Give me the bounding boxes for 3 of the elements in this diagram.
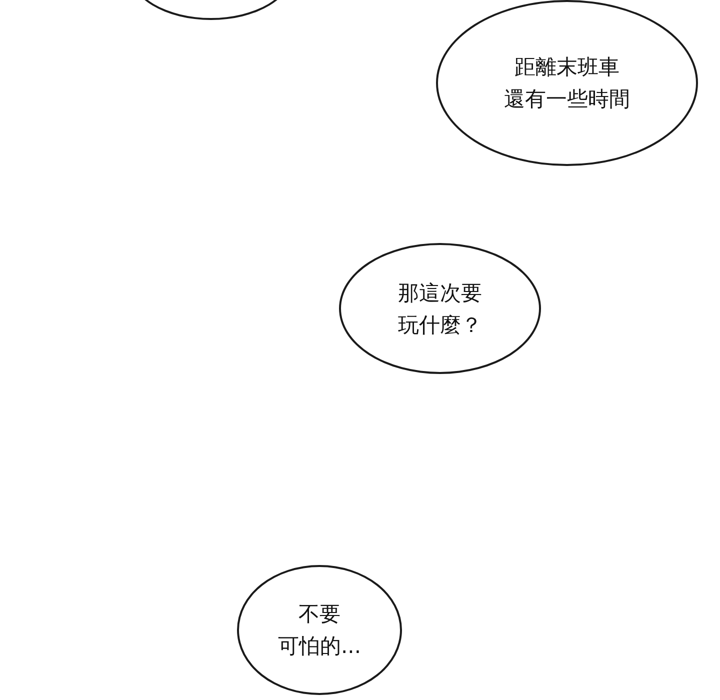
speech-text: 不要可怕的... <box>278 601 362 660</box>
speech-text: 那這次要玩什麼？ <box>398 280 482 338</box>
speech-text: 距離末班車還有一些時間 <box>504 54 630 113</box>
